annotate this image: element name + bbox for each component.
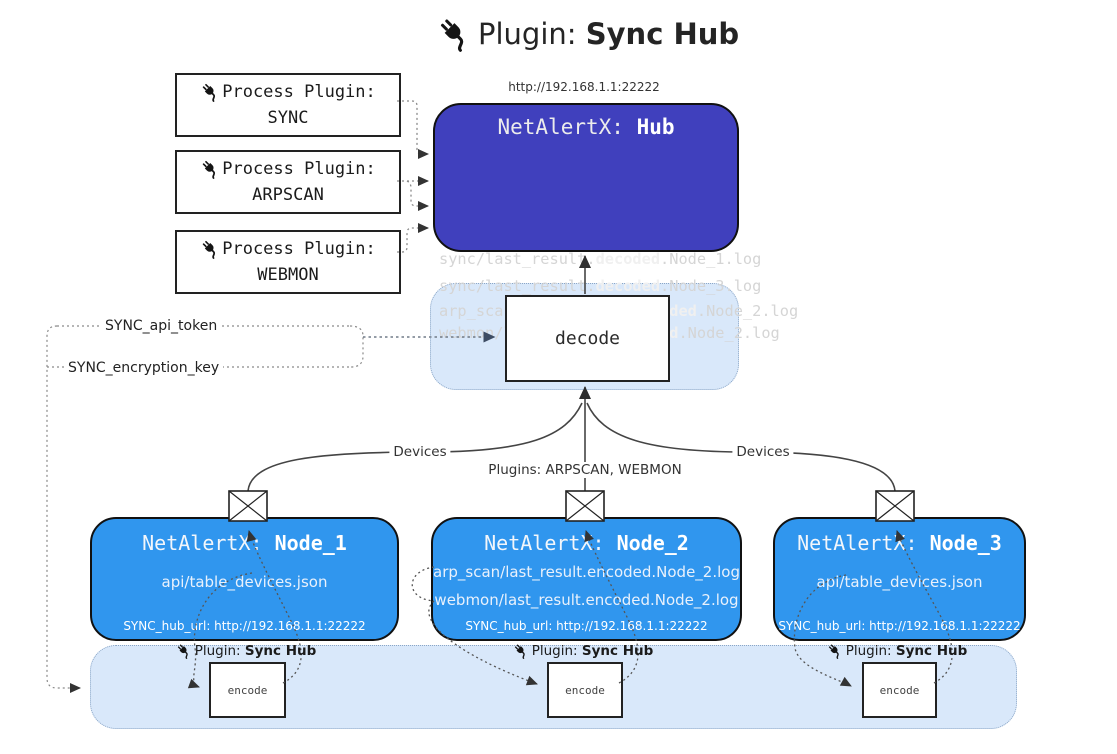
hub-box: NetAlertX: Hub sync/last_result.decoded.… <box>433 103 798 342</box>
label-sync-encryption-key: SYNC_encryption_key <box>64 360 224 376</box>
node-file: api/table_devices.json <box>161 573 328 591</box>
node-title: NetAlertX: Node_3 <box>797 531 1002 555</box>
node-title: NetAlertX: Node_1 <box>142 531 347 555</box>
node-box-node-1: NetAlertX: Node_1 api/table_devices.json… <box>90 517 399 641</box>
plug-icon <box>200 159 220 179</box>
node-file: api/table_devices.json <box>816 573 983 591</box>
process-plugin-name: ARPSCAN <box>252 185 324 205</box>
plug-icon <box>176 643 192 659</box>
plugin-to-hub-connectors <box>397 100 429 253</box>
hub-url-label: http://192.168.1.1:22222 <box>508 80 660 94</box>
node-box-node-3: NetAlertX: Node_3 api/table_devices.json… <box>773 517 1026 641</box>
plug-icon <box>200 82 220 102</box>
hub-file-row: sync/last_result.decoded.Node_1.log <box>439 250 762 268</box>
decode-box: decode <box>505 295 670 382</box>
node-hub-url: SYNC_hub_url: http://192.168.1.1:22222 <box>778 619 1021 633</box>
process-plugin-name: SYNC <box>267 108 309 128</box>
process-plugin-name: WEBMON <box>257 265 319 285</box>
encode-box-3: encode <box>862 662 937 718</box>
node-hub-url: SYNC_hub_url: http://192.168.1.1:22222 <box>123 619 366 633</box>
page-title-bold: Sync Hub <box>585 17 740 51</box>
process-plugin-box-sync: Process Plugin: SYNC <box>175 73 401 137</box>
encode-zone-label: Plugin: Sync Hub <box>176 643 316 659</box>
encode-box-2: encode <box>547 662 623 718</box>
node-box-node-2: NetAlertX: Node_2 arp_scan/last_result.e… <box>431 517 742 641</box>
page-title: Plugin: Sync Hub <box>436 16 739 52</box>
process-plugin-box-arpscan: Process Plugin: ARPSCAN <box>175 150 401 214</box>
label-plugins: Plugins: ARPSCAN, WEBMON <box>484 462 686 478</box>
encode-zone-label: Plugin: Sync Hub <box>827 643 967 659</box>
hub-title: NetAlertX: Hub <box>497 115 675 139</box>
node-file: arp_scan/last_result.encoded.Node_2.log <box>433 563 740 581</box>
label-sync-api-token: SYNC_api_token <box>101 318 222 334</box>
hub-file-row: sync/last_result.decoded.Node_3.log <box>439 277 762 295</box>
label-devices-left: Devices <box>389 444 451 460</box>
page-title-prefix: Plugin: <box>478 17 586 51</box>
plug-icon <box>827 643 843 659</box>
plug-icon <box>513 643 529 659</box>
plug-icon <box>436 16 472 52</box>
label-devices-right: Devices <box>732 444 794 460</box>
node-hub-url: SYNC_hub_url: http://192.168.1.1:22222 <box>465 619 708 633</box>
node-file: webmon/last_result.encoded.Node_2.log <box>434 591 739 609</box>
encode-zone-label: Plugin: Sync Hub <box>513 643 653 659</box>
encode-box-1: encode <box>209 662 286 718</box>
node-title: NetAlertX: Node_2 <box>484 531 689 555</box>
plug-icon <box>200 239 220 259</box>
process-plugin-box-webmon: Process Plugin: WEBMON <box>175 230 401 294</box>
